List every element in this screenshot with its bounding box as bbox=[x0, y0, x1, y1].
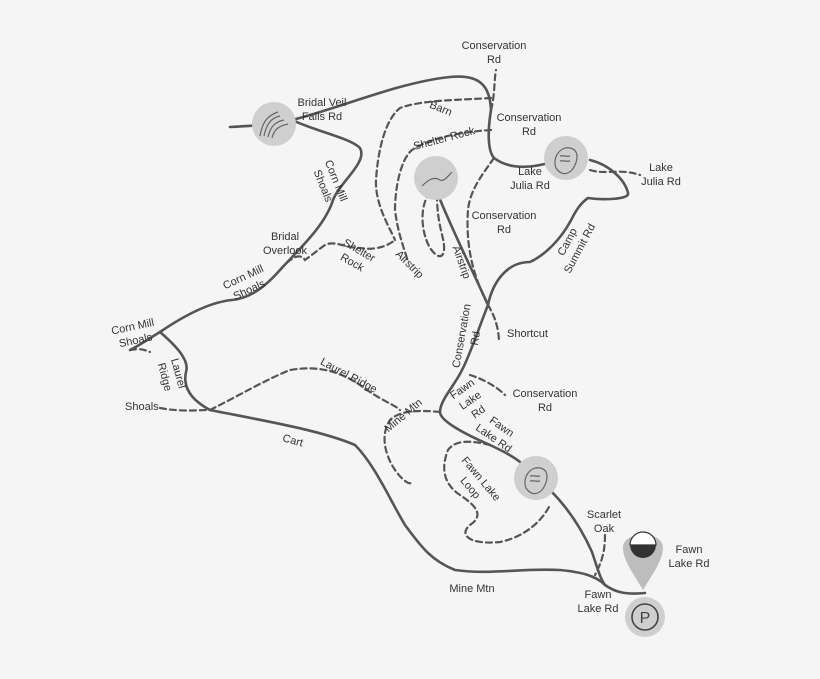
waterfall-icon[interactable] bbox=[252, 102, 296, 146]
barn-trail[interactable] bbox=[374, 96, 493, 242]
label-laurel-ridge-trail: Laurel Ridge bbox=[318, 356, 379, 396]
lake-julia-trail[interactable] bbox=[588, 168, 642, 177]
conservation-rd-top-trail[interactable] bbox=[489, 68, 498, 112]
fawn-lake-icon[interactable] bbox=[514, 456, 558, 500]
label-cart: Cart bbox=[281, 432, 304, 449]
bridal-overlook-trail[interactable] bbox=[278, 238, 397, 272]
location-pin-icon[interactable] bbox=[623, 531, 663, 590]
parking-icon[interactable]: P bbox=[625, 597, 665, 637]
scarlet-oak-trail[interactable] bbox=[593, 533, 607, 577]
label-conservation-rd-vertical: ConservationRd bbox=[451, 303, 488, 371]
label-shoals: Shoals bbox=[125, 401, 159, 413]
shortcut-trail[interactable] bbox=[486, 303, 501, 342]
trails bbox=[128, 68, 642, 577]
label-airstrip-trail: Airstrip bbox=[393, 248, 426, 281]
conservation-rd-mid-trail[interactable] bbox=[466, 156, 496, 307]
laurel-ridge-trail[interactable] bbox=[208, 367, 402, 412]
label-shelter-rock-trail: Shelter Rock bbox=[412, 125, 476, 153]
label-laurel-ridge-road: LaurelRidge bbox=[155, 357, 188, 393]
camp-summit-road[interactable] bbox=[486, 220, 572, 307]
airstrip-side-trail[interactable] bbox=[421, 190, 446, 258]
label-shortcut: Shortcut bbox=[507, 328, 548, 340]
laurel-ridge-road[interactable] bbox=[158, 330, 212, 412]
label-shelter-rock-lower: ShelterRock bbox=[334, 237, 377, 277]
label-camp-summit-rd: CampSummit Rd bbox=[550, 215, 598, 275]
corn-mill-left-trail[interactable] bbox=[128, 348, 152, 354]
fawn-lake-loop-trail[interactable] bbox=[443, 440, 552, 544]
corn-mill-shoals-road[interactable] bbox=[158, 118, 363, 334]
parking-letter: P bbox=[640, 610, 651, 627]
label-corn-mill-shoals-mid: Corn MillShoals bbox=[221, 263, 271, 305]
lake-julia-road[interactable] bbox=[568, 158, 630, 224]
mountain-icon[interactable] bbox=[414, 156, 458, 200]
shoals-trail[interactable] bbox=[158, 406, 212, 412]
label-fawn-lake-loop: Fawn LakeLoop bbox=[448, 455, 503, 513]
label-mine-mtn-road: Mine Mtn bbox=[449, 583, 494, 595]
cart-road[interactable] bbox=[208, 408, 607, 587]
label-corn-mill-shoals-left: Corn MillShoals bbox=[110, 317, 158, 351]
label-corn-mill-shoals-upper: Corn MillShoals bbox=[309, 158, 349, 208]
label-barn: Barn bbox=[428, 99, 454, 119]
mine-mtn-trail[interactable] bbox=[383, 409, 442, 485]
shelter-rock-trail[interactable] bbox=[393, 128, 493, 264]
conservation-rd-lower-trail[interactable] bbox=[468, 373, 507, 397]
lake-julia-icon[interactable] bbox=[544, 136, 588, 180]
